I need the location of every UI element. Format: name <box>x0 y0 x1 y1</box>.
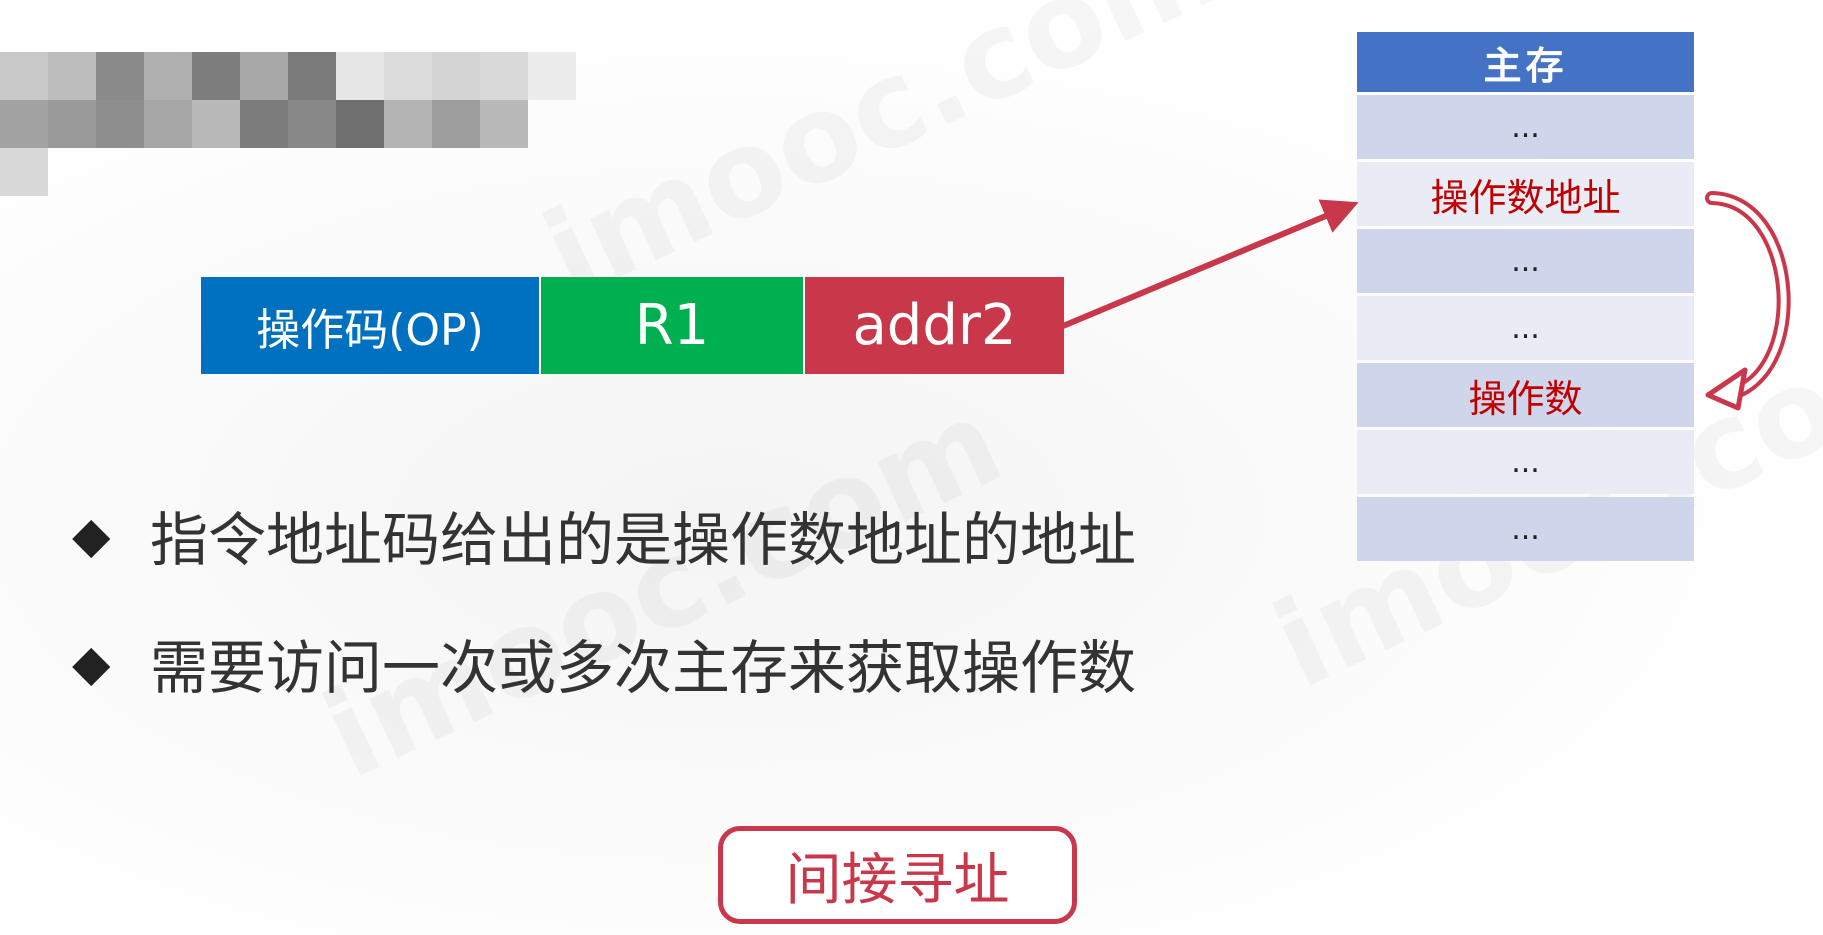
bullet-item: ◆ 需要访问一次或多次主存来获取操作数 <box>72 618 1136 708</box>
memory-cell: ... <box>1357 497 1694 561</box>
instruction-format: 操作码(OP) R1 addr2 <box>201 277 1064 374</box>
memory-cell: ... <box>1357 95 1694 159</box>
memory-header: 主存 <box>1357 32 1694 92</box>
addressing-mode-label: 间接寻址 <box>718 826 1077 924</box>
diamond-bullet-icon: ◆ <box>72 634 111 692</box>
bullet-item: ◆ 指令地址码给出的是操作数地址的地址 <box>72 490 1136 580</box>
memory-cell: ... <box>1357 229 1694 293</box>
bullet-text: 需要访问一次或多次主存来获取操作数 <box>150 634 1137 702</box>
diamond-bullet-icon: ◆ <box>72 506 111 564</box>
bullet-text: 指令地址码给出的是操作数地址的地址 <box>150 506 1137 574</box>
redacted-title <box>0 52 590 202</box>
bullet-list: ◆ 指令地址码给出的是操作数地址的地址 ◆ 需要访问一次或多次主存来获取操作数 <box>72 490 1136 746</box>
memory-cell-operand: 操作数 <box>1357 363 1694 427</box>
indirect-curved-arrow <box>1705 191 1791 411</box>
memory-cell: ... <box>1357 430 1694 494</box>
opcode-field: 操作码(OP) <box>201 277 539 374</box>
address-field: addr2 <box>803 277 1064 374</box>
address-to-memory-arrow <box>1061 199 1359 329</box>
memory-cell: ... <box>1357 296 1694 360</box>
register-field: R1 <box>539 277 803 374</box>
memory-cell-operand-address: 操作数地址 <box>1357 162 1694 226</box>
main-memory: 主存 ... 操作数地址 ... ... 操作数 ... ... <box>1357 32 1694 561</box>
